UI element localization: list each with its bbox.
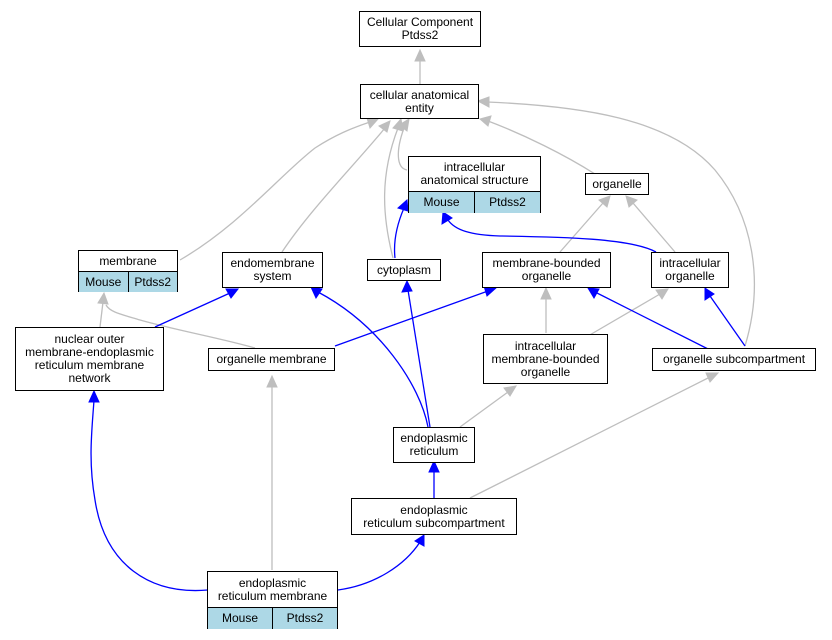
node-nuclear-outer-membrane-er-network[interactable]: nuclear outer membrane-endoplasmic retic… [15,327,164,391]
node-cytoplasm[interactable]: cytoplasm [367,259,441,281]
node-label: organelle subcompartment [662,352,806,366]
edge-ermem-to-nuclear [90,399,209,592]
edge-er-to-imbo [459,391,509,428]
edge-cytoplasm-to-ias [393,207,405,259]
arrowhead [503,385,517,397]
annotation-gene-cell: Ptdss2 [127,272,178,292]
arrowhead [441,211,453,225]
edge-mbo-to-organelle [559,202,604,253]
arrowhead [540,286,552,300]
node-intracellular-membrane-bounded-organelle[interactable]: intracellular membrane-bounded organelle [483,334,608,384]
arrowhead [396,198,409,212]
edge-io-to-ias [447,219,657,253]
arrowhead [266,374,278,388]
node-label: intracellular anatomical structure [420,160,529,187]
node-label: intracellular organelle [659,256,721,283]
node-label: cellular anatomical entity [369,87,470,115]
node-label: endoplasmic reticulum membrane [217,575,328,603]
node-label: cytoplasm [376,262,432,277]
arrowhead [366,117,380,130]
arrowhead [598,195,611,208]
edge-orgmem-to-mbo [334,290,489,347]
arrowhead [625,195,638,208]
arrowhead [88,389,100,403]
node-membrane-bounded-organelle[interactable]: membrane-bounded organelle [482,252,611,288]
arrowhead [97,291,109,305]
node-organelle-membrane[interactable]: organelle membrane [208,348,335,371]
edge-nuclear-to-endomembrane [154,292,231,328]
arrowhead [478,115,492,127]
node-organelle-subcompartment[interactable]: organelle subcompartment [652,348,816,371]
arrowhead [414,48,426,62]
node-label: membrane [99,253,157,268]
node-label: organelle membrane [216,352,327,366]
arrowhead [378,120,391,133]
node-label: nuclear outer membrane-endoplasmic retic… [25,332,154,385]
arrowhead [655,288,669,300]
annotation-species-cell: Mouse [221,611,259,625]
node-endoplasmic-reticulum[interactable]: endoplasmic reticulum [393,427,475,463]
arrowhead [704,287,715,301]
arrowhead [225,288,240,299]
arrowhead [310,286,323,300]
edge-io-to-organelle [632,202,676,253]
node-membrane[interactable]: membrane Mouse Ptdss2 [78,250,178,292]
node-endomembrane-system[interactable]: endomembrane system [222,252,323,288]
edge-cytoplasm-to-cae [383,127,399,259]
edge-osub-to-io [709,295,746,347]
edge-nuclear-to-membrane [99,301,104,328]
edge-orgmem-to-membrane [105,304,256,349]
node-er-subcompartment[interactable]: endoplasmic reticulum subcompartment [351,498,517,535]
edge-er-to-endomembrane [317,291,429,428]
edge-ersub-to-osub [469,376,711,499]
node-label: membrane-bounded organelle [492,256,601,283]
node-cellular-component-root[interactable]: Cellular Component Ptdss2 [359,11,481,47]
arrowhead [587,287,600,299]
node-label: endomembrane system [230,256,315,283]
node-label: Cellular Component Ptdss2 [366,15,474,42]
edge-organelle-to-cae [487,120,596,175]
annotation-species-cell: Mouse [423,195,460,209]
edge-osub-to-mbo [596,292,711,351]
node-label: endoplasmic reticulum subcompartment [363,502,505,530]
edge-osub-to-cae [486,101,755,347]
annotation-gene-cell: Ptdss2 [272,608,337,629]
arrowhead [414,534,425,547]
node-label: endoplasmic reticulum [400,431,468,458]
edge-ias-to-cae [397,127,408,171]
node-intracellular-anatomical-structure[interactable]: intracellular anatomical structure Mouse… [408,156,541,213]
node-intracellular-organelle[interactable]: intracellular organelle [651,252,729,288]
node-er-membrane[interactable]: endoplasmic reticulum membrane Mouse Ptd… [207,571,338,629]
node-cellular-anatomical-entity[interactable]: cellular anatomical entity [360,84,479,119]
node-label: organelle [592,176,642,191]
edge-endomembrane-to-cae [281,127,386,253]
node-organelle[interactable]: organelle [585,173,649,195]
annotation-gene-cell: Ptdss2 [474,192,540,213]
arrowhead [398,118,410,132]
edge-er-to-cytoplasm [407,289,431,428]
edge-ermem-to-ersub [337,541,421,591]
arrowhead [401,279,413,293]
arrowhead [476,96,490,108]
node-label: intracellular membrane-bounded organelle [491,338,600,379]
arrowhead [705,372,720,383]
edge-membrane-to-cae [179,121,371,261]
annotation-species-cell: Mouse [85,274,122,289]
arrowhead [428,459,440,473]
edge-imbo-to-io [587,293,661,337]
